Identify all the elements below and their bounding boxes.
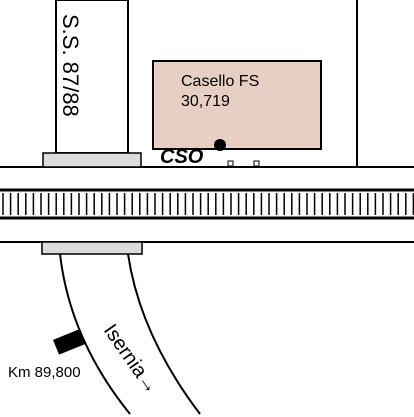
signal-box-2 [253,160,260,167]
cso-label: CSO [160,146,204,168]
bridge-lower [41,241,143,255]
building-code: 30,719 [181,93,230,110]
road-label: S.S. 87/88 [58,14,83,117]
building-casello [152,60,322,150]
bridge-upper [42,152,142,168]
direction-label: Isernia→ [99,320,163,398]
milepost-label: Km 89,800 [8,364,81,381]
milepost-marker [53,329,85,355]
road-ss-87-88 [55,0,129,154]
signal-box-1 [227,160,234,167]
cso-dot [214,139,226,151]
building-name: Casello FS [181,73,259,90]
railway-track [0,188,414,220]
branch-road-isernia [59,253,201,415]
